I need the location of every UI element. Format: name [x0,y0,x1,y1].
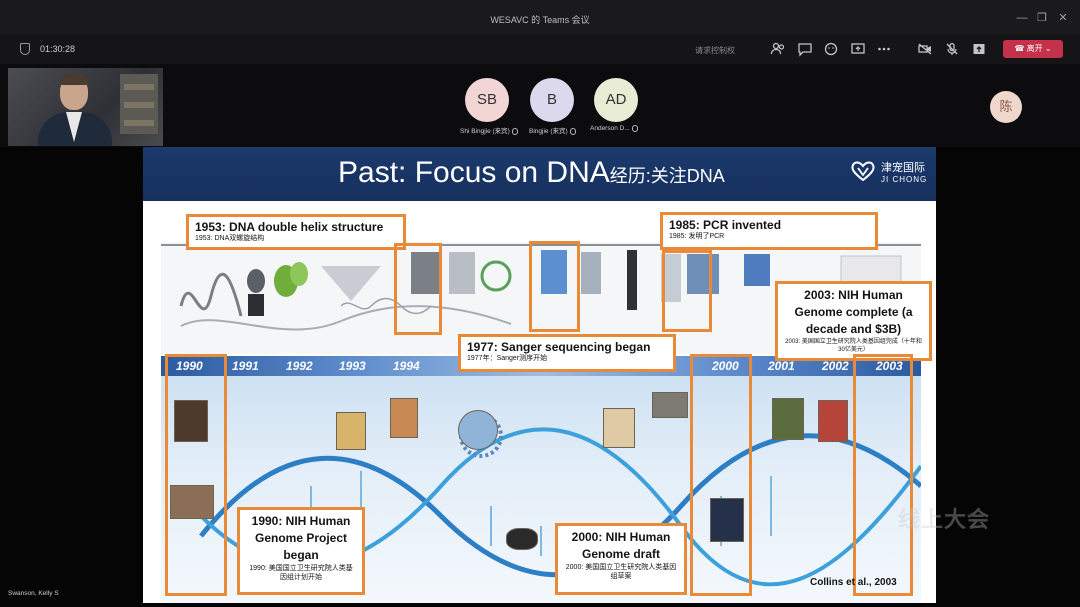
participant-avatar-ad[interactable]: AD [594,78,638,122]
heart-logo-icon [851,161,875,182]
slide-credit: Collins et al., 2003 [810,577,897,588]
more-options-icon[interactable] [876,41,892,57]
slide-header: Past: Focus on DNA经历:关注DNA 津宠国际 JI CHONG [143,147,936,201]
timeline-line [161,244,921,246]
leave-button[interactable]: ☎ 离开 ⌄ [1003,40,1063,58]
year-1994: 1994 [393,359,420,373]
self-name-tag: Swanson, Kelly S [8,590,59,597]
mic-muted-icon [511,127,518,135]
callout-1953: 1953: DNA double helix structure 1953: D… [186,214,406,250]
year-2001: 2001 [768,359,795,373]
year-1990: 1990 [176,359,203,373]
minimize-icon[interactable]: — [1016,12,1028,24]
highlight-1985-item [662,250,712,332]
mic-off-icon[interactable] [944,41,960,57]
highlight-1990-column [165,354,227,596]
callout-1985: 1985: PCR invented 1985: 发明了PCR [660,212,878,250]
leave-label: 离开 [1026,44,1043,53]
highlight-2003-column [853,354,913,596]
participant-name-ad: Anderson D... [590,125,638,132]
timeline-illustrations [179,250,902,331]
figure-thumbnail [710,498,744,542]
figure-thumbnail [506,528,538,550]
callout-1977: 1977: Sanger sequencing began 1977年：Sang… [458,334,676,372]
shield-icon [20,43,30,55]
self-video-tile[interactable] [8,68,163,146]
year-2000: 2000 [712,359,739,373]
event-watermark: 线上大会 [898,507,991,532]
figure-thumbnail [458,410,498,450]
maximize-icon[interactable]: ❐ [1037,12,1047,24]
slide-title: Past: Focus on DNA经历:关注DNA [338,156,725,189]
share-screen-icon[interactable] [850,41,866,57]
share-tray-icon[interactable] [971,41,987,57]
title-bar: WESAVC 的 Teams 会议 — ❐ ✕ [0,0,1080,34]
chevron-down-icon[interactable]: ⌄ [1042,44,1052,53]
reactions-icon[interactable] [823,41,839,57]
callout-2003: 2003: NIH Human Genome complete (a decad… [775,281,932,361]
participant-name-b: Bingjie (来宾) [529,125,576,135]
figure-thumbnail [603,408,635,448]
year-2002: 2002 [822,359,849,373]
figure-thumbnail [174,400,208,442]
figure-thumbnail [170,485,214,519]
phone-icon: ☎ [1014,44,1027,53]
highlight-1977-item [529,241,580,332]
request-control-label[interactable]: 请求控制权 [695,46,735,55]
year-1993: 1993 [339,359,366,373]
figure-thumbnail [652,392,688,418]
participant-avatar-b[interactable]: B [530,78,574,122]
callout-2000: 2000: NIH Human Genome draft 2000: 美国国立卫… [555,523,687,595]
participant-avatar-sb[interactable]: SB [465,78,509,122]
mic-muted-icon [631,125,638,132]
highlight-1953-item [394,243,442,335]
ji-chong-logo: 津宠国际 JI CHONG [848,157,928,193]
highlight-2000-column [690,354,752,596]
meeting-timer: 01:30:28 [40,44,76,54]
logo-text-cn: 津宠国际 [881,162,925,174]
window-title: WESAVC 的 Teams 会议 [490,15,590,25]
participants-icon[interactable] [770,41,786,57]
year-1992: 1992 [286,359,313,373]
participant-avatar-chen[interactable]: 陈 [990,91,1022,123]
figure-thumbnail [772,398,804,440]
meeting-toolbar: 01:30:28 请求控制权 [0,34,1080,64]
year-1991: 1991 [232,359,259,373]
bookshelf [120,74,158,134]
camera-off-icon[interactable] [917,41,933,57]
participant-name-sb: Shi Bingjie (来宾) [460,125,518,135]
figure-thumbnail [336,412,366,450]
mic-muted-icon [569,127,576,135]
figure-thumbnail [390,398,418,438]
callout-1990: 1990: NIH Human Genome Project began 199… [237,507,365,595]
year-2003: 2003 [876,359,903,373]
person-hair [60,73,88,85]
figure-thumbnail [818,400,848,442]
logo-text-en: JI CHONG [881,175,928,184]
close-icon[interactable]: ✕ [1058,12,1068,24]
chat-icon[interactable] [797,41,813,57]
